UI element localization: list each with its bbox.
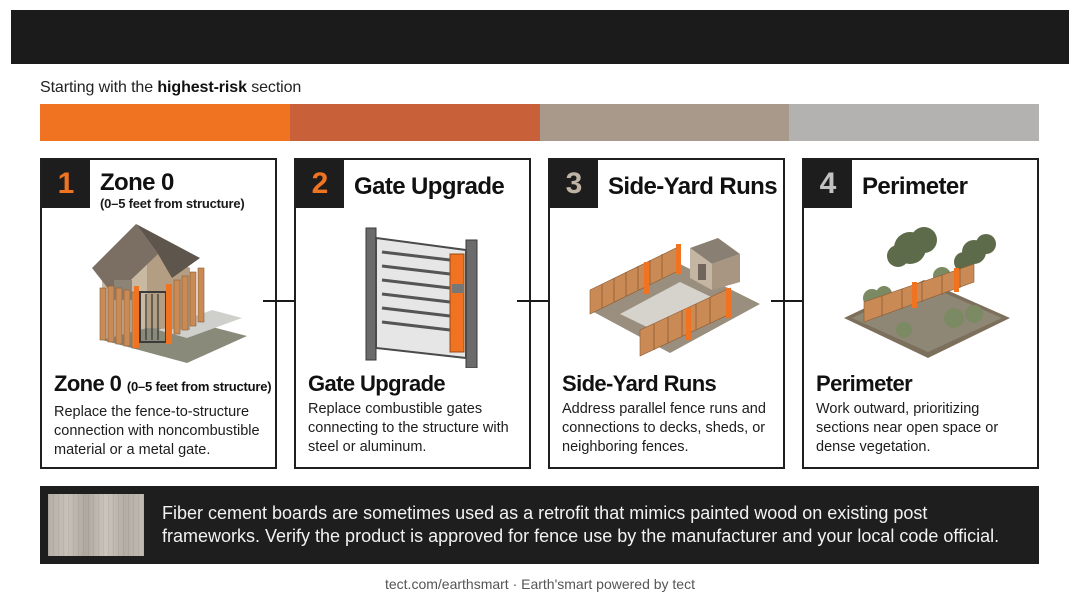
step-card-side-yard-runs: 3 Side-Yard Runs Side-Yard Runs Address … <box>548 158 785 469</box>
progress-segment-2 <box>289 104 540 141</box>
body-title: Gate Upgrade <box>308 371 446 396</box>
card-description: Address parallel fence runs and connecti… <box>562 401 766 455</box>
step-number-badge: 1 <box>42 160 90 208</box>
card-description: Replace the fence-to-structure connectio… <box>54 404 260 458</box>
card-title: Gate Upgrade <box>354 173 505 200</box>
progress-segment-4 <box>789 104 1039 141</box>
card-title: Side-Yard Runs <box>608 173 778 200</box>
step-number: 2 <box>311 167 329 200</box>
risk-progress-bar <box>40 104 1039 141</box>
header-bar <box>11 10 1069 64</box>
step-card-gate-upgrade: 2 Gate Upgrade Gate Upgrade Replace comb… <box>294 158 531 469</box>
step-number-badge: 4 <box>804 160 852 208</box>
step-number-badge: 3 <box>550 160 598 208</box>
body-title-sub: (0–5 feet from structure) <box>126 379 272 394</box>
body-title: Zone 0 <box>54 371 122 396</box>
card-description: Work outward, prioritizing sections near… <box>816 401 999 455</box>
card-subtitle: (0–5 feet from structure) <box>100 196 245 211</box>
step-number: 3 <box>565 167 583 200</box>
step-number-badge: 2 <box>296 160 344 208</box>
progress-segment-3 <box>539 104 790 141</box>
body-title: Side-Yard Runs <box>562 371 717 396</box>
metal-gate-illustration <box>365 227 478 368</box>
card-title: Zone 0 <box>100 169 174 196</box>
card-description: Replace combustible gates connecting to … <box>308 401 509 455</box>
fiber-cement-note: Fiber cement boards are sometimes used a… <box>40 486 1039 564</box>
progress-segment-1 <box>40 104 290 141</box>
step-card-zone-0: 1 Zone 0 (0–5 feet from structure) Zone … <box>40 158 277 469</box>
step-number: 4 <box>819 167 837 200</box>
body-title: Perimeter <box>816 371 913 396</box>
side-yard-fence-illustration <box>589 238 760 357</box>
step-number: 1 <box>57 167 75 200</box>
footer-credit: tect.com/earthsmart · Earth'smart powere… <box>384 576 695 592</box>
step-card-perimeter: 4 Perimeter Perimeter Work outward, prio… <box>802 158 1039 469</box>
note-text: Fiber cement boards are sometimes used a… <box>162 503 1000 546</box>
house-fence-illustration <box>92 224 247 363</box>
perimeter-vegetation-illustration <box>844 227 1010 358</box>
intro-text: Starting with the highest-risk section <box>40 79 302 96</box>
card-title: Perimeter <box>862 173 968 200</box>
fiber-cement-texture-image <box>48 494 144 556</box>
